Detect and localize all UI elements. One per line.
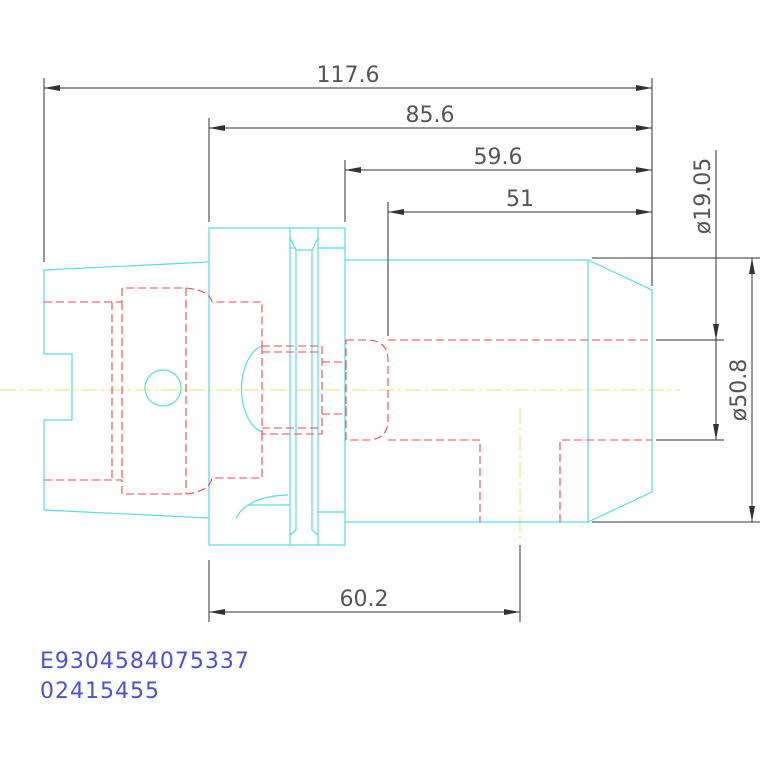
v-groove-bottom-right	[311, 529, 319, 536]
arrow-overall-left	[44, 85, 60, 91]
hidden-shank-bottom	[44, 479, 186, 495]
part-outline	[43, 227, 653, 546]
hidden-shank-bottom-right	[185, 434, 263, 495]
hidden-step-top	[322, 361, 347, 372]
hidden-shank-top	[44, 287, 186, 303]
flange-notch-arc	[235, 494, 289, 519]
arrow-overall-right	[636, 85, 652, 91]
hidden-pocket	[261, 345, 323, 435]
taper-shank-outline	[43, 261, 210, 519]
dimension-lines	[43, 78, 760, 622]
dim-length-3: 59.6	[474, 145, 523, 170]
dim-gauge-length: 60.2	[340, 587, 389, 612]
v-groove-bottom-left	[289, 529, 297, 536]
arrow-85-right	[636, 125, 652, 131]
arrow-bore-bottom	[713, 424, 719, 440]
hidden-bore-start	[345, 339, 389, 441]
arrow-85-left	[209, 125, 225, 131]
part-codes: E9304584075337 02415455	[40, 649, 250, 704]
dim-length-2: 85.6	[406, 103, 455, 128]
arrow-59-right	[636, 167, 652, 173]
hidden-bore-bottom-left	[388, 439, 481, 522]
body-outline	[345, 259, 653, 523]
part-code-line-1: E9304584075337	[40, 649, 250, 674]
arrow-60-right	[504, 609, 520, 615]
hidden-bore-bottom-right	[559, 439, 652, 522]
arrow-51-right	[636, 209, 652, 215]
hidden-step-bottom	[322, 404, 347, 415]
dim-bore-diameter: ø19.05	[691, 158, 716, 234]
arrow-51-left	[388, 209, 404, 215]
dim-length-4: 51	[506, 187, 534, 212]
arrow-bore-top	[713, 324, 719, 340]
dim-outer-diameter: ø50.8	[727, 359, 752, 421]
arrow-59-left	[345, 167, 361, 173]
dimension-labels: 117.6 85.6 59.6 51 60.2 ø19.05 ø50.8	[317, 63, 752, 612]
part-code-line-2: 02415455	[40, 679, 160, 704]
arrow-60-left	[209, 609, 225, 615]
dim-overall-length: 117.6	[317, 63, 380, 88]
v-groove-top-right	[311, 237, 319, 251]
arrow-od-bottom	[749, 506, 755, 522]
hidden-shank-top-right	[185, 287, 263, 346]
drive-slot-arc	[240, 345, 263, 433]
centerlines	[0, 389, 680, 540]
cross-hole	[144, 369, 182, 407]
flange-outline	[209, 227, 291, 546]
arrow-od-top	[749, 258, 755, 274]
collar-outline	[317, 227, 346, 546]
hidden-lines	[44, 287, 652, 522]
